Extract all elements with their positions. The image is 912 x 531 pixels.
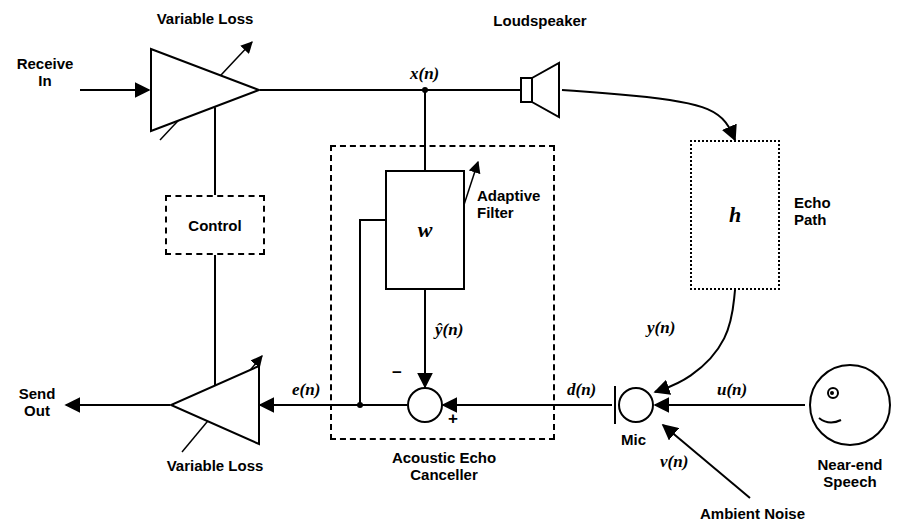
- signal-line: [214, 255, 216, 385]
- box-text: h: [692, 142, 778, 288]
- circle-outline: [407, 387, 443, 423]
- mouth: [819, 418, 841, 423]
- signal-name: x(n): [408, 64, 441, 84]
- head-outline: [810, 365, 890, 445]
- send-out-arrow: [66, 404, 170, 406]
- speaker-outline: [520, 62, 560, 118]
- signal-line: [443, 404, 612, 406]
- eye: [828, 388, 838, 398]
- speaker-magnet: [521, 78, 532, 102]
- echo-path-box: hEcho Path: [690, 140, 780, 290]
- triR-outline: [150, 48, 260, 132]
- port-label: Send Out: [12, 385, 62, 419]
- summer-circle: [408, 388, 442, 422]
- signal-line: [214, 107, 216, 195]
- signal-line: [655, 404, 805, 406]
- port-label: Receive In: [12, 55, 78, 89]
- signal-line: [655, 290, 735, 392]
- variable-loss-amplifier: Variable Loss: [150, 48, 260, 132]
- shape-label: Echo Path: [794, 194, 850, 228]
- signal-line: [424, 290, 426, 387]
- source-label: Ambient Noise: [700, 505, 805, 522]
- mic-plate: [614, 386, 616, 424]
- pupil: [830, 391, 834, 395]
- triL-outline: [170, 365, 260, 445]
- signal-line: [260, 90, 425, 170]
- variable-loss-amplifier: Variable Loss: [170, 365, 260, 445]
- shape-label: −: [389, 363, 405, 383]
- speaker-cone: [532, 63, 559, 117]
- loudspeaker: Loudspeaker: [520, 62, 560, 118]
- signal-name: u(n): [715, 380, 749, 400]
- receive-in-arrow: [80, 89, 149, 91]
- shape-label: Adaptive Filter: [477, 187, 549, 221]
- echo-canceller-box: Acoustic Echo CancellerwAdaptive Filter−…: [330, 145, 555, 440]
- signal-line: [562, 90, 735, 140]
- signal-name: y(n): [645, 318, 677, 338]
- control-box: Control: [165, 195, 265, 255]
- amplifier-triangle: [171, 366, 259, 444]
- amplifier-triangle: [151, 49, 259, 131]
- shape-label: Mic: [602, 431, 665, 448]
- mic-outline: [612, 385, 655, 425]
- signal-name: v(n): [660, 452, 688, 472]
- shape-label: Variable Loss: [150, 457, 280, 474]
- mic-capsule: [619, 388, 653, 422]
- box-text: Control: [167, 197, 263, 253]
- adaptive-filter-box: wAdaptive Filter: [385, 170, 465, 290]
- face-outline: [805, 360, 895, 450]
- summing-junction: −+: [407, 387, 443, 423]
- shape-label: +: [445, 409, 461, 429]
- microphone: Mic: [612, 385, 655, 425]
- signal-name: e(n): [290, 380, 322, 400]
- shape-label: Variable Loss: [130, 10, 280, 27]
- signal-name: ŷ(n): [433, 320, 465, 340]
- shape-label: Near-end Speech: [805, 456, 895, 490]
- shape-label: Acoustic Echo Canceller: [379, 449, 509, 483]
- box-text: w: [387, 172, 463, 288]
- signal-name: d(n): [565, 380, 598, 400]
- near-end-talker: Near-end Speech: [805, 360, 895, 450]
- shape-label: Loudspeaker: [480, 12, 600, 29]
